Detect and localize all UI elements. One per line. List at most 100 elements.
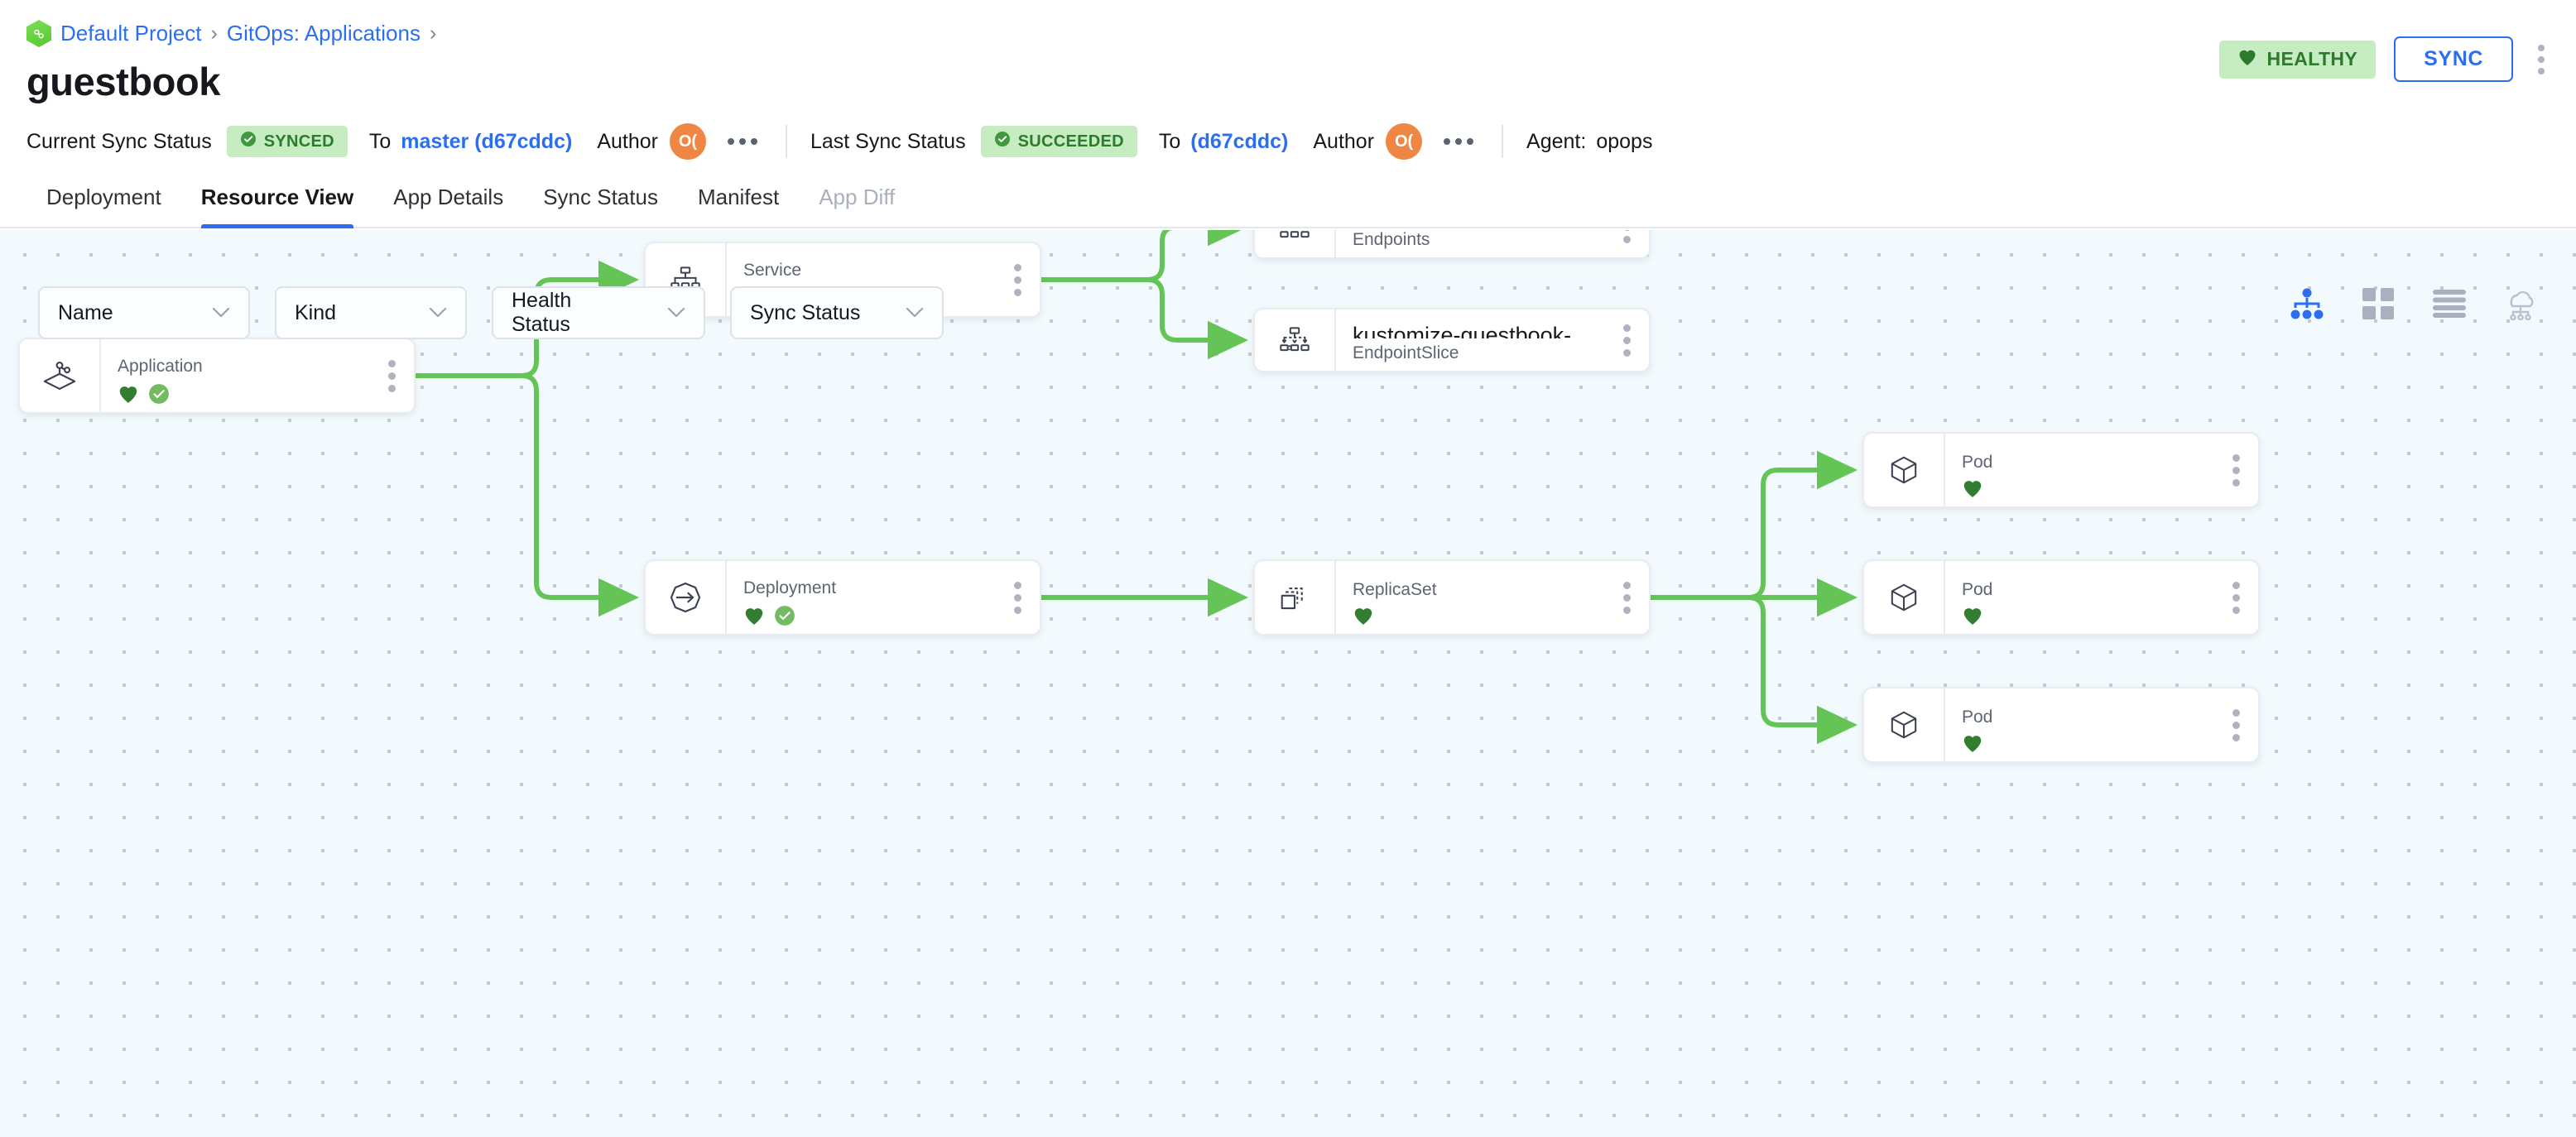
graph-node-pod[interactable]: kustomize-guestbook-ui-… Pod (1862, 559, 2260, 636)
current-author-label: Author (597, 129, 658, 153)
graph-node-status (118, 383, 369, 405)
sync-check-icon (774, 605, 795, 626)
graph-edges (416, 230, 1858, 745)
graph-node-kind: Pod (1962, 452, 1993, 472)
pod-icon (1864, 561, 1944, 634)
last-to-label: To (1158, 129, 1181, 153)
graph-node-title: kustomize-guestbook-ui-… (1962, 574, 2213, 575)
agent-label: Agent: (1526, 129, 1587, 153)
page-header: Default Project › GitOps: Applications ›… (0, 0, 2576, 228)
graph-node-endpointslice[interactable]: kustomize-guestbook-ui-… EndpointSlice (1253, 308, 1651, 372)
health-heart-icon (1962, 733, 1983, 753)
graph-node-title: kustomize-guestbook-ui-… (1353, 323, 1604, 338)
graph-node-body: kustomize-guestbook-ui-… Pod (1944, 434, 2213, 506)
chevron-down-icon (212, 305, 230, 321)
graph-node-menu-icon[interactable] (995, 243, 1040, 316)
graph-node-body: kustomize-guestbook-ui Endpoints (1334, 230, 1604, 257)
status-bar: Current Sync Status SYNCED To master (d6… (0, 116, 2576, 167)
graph-node-kind: Endpoints (1353, 230, 1430, 249)
graph-node-menu-icon[interactable] (2213, 688, 2258, 761)
tab-deployment[interactable]: Deployment (46, 185, 161, 209)
last-revision-link[interactable]: (d67cddc) (1190, 129, 1289, 153)
graph-node-status (1962, 733, 2213, 753)
last-sync-status-label: Last Sync Status (810, 129, 966, 153)
graph-node-deployment[interactable]: kustomize-guestbook-ui Deployment (644, 559, 1041, 636)
filter-sync-status[interactable]: Sync Status (730, 286, 944, 339)
graph-node-status (1962, 606, 2213, 626)
check-circle-icon (994, 131, 1011, 152)
health-heart-icon (1962, 606, 1983, 626)
graph-node-menu-icon[interactable] (1604, 561, 1649, 634)
graph-node-kind: ReplicaSet (1353, 579, 1437, 599)
last-sync-chip-label: SUCCEEDED (1017, 132, 1124, 151)
graph-node-menu-icon[interactable] (2213, 561, 2258, 634)
graph-node-menu-icon[interactable] (995, 561, 1040, 634)
last-sync-status-chip: SUCCEEDED (980, 126, 1137, 157)
breadcrumb: Default Project › GitOps: Applications › (26, 0, 2550, 47)
filter-bar: Name Kind Health Status Sync Status (38, 286, 944, 339)
argo-gitops-logo-icon (26, 20, 51, 47)
graph-node-kind: Pod (1962, 707, 1993, 727)
graph-node-endpoints[interactable]: kustomize-guestbook-ui Endpoints (1253, 230, 1651, 259)
avatar[interactable]: O( (1386, 123, 1423, 160)
graph-node-kind: Pod (1962, 579, 1993, 599)
breadcrumb-item-gitops-applications[interactable]: GitOps: Applications (226, 21, 421, 46)
filter-kind[interactable]: Kind (275, 286, 467, 339)
tab-app-details[interactable]: App Details (393, 185, 504, 209)
graph-node-title: kustomize-guestbook-ui-… (1353, 574, 1604, 575)
graph-node-menu-icon[interactable] (1604, 309, 1649, 371)
grid-view-icon[interactable] (2359, 285, 2397, 323)
sync-check-icon (148, 383, 170, 405)
tree-view-icon[interactable] (2288, 285, 2326, 323)
health-heart-icon (1353, 606, 1374, 626)
graph-node-pod[interactable]: kustomize-guestbook-ui-… Pod (1862, 687, 2260, 763)
current-revision-link[interactable]: master (d67cddc) (401, 129, 573, 153)
graph-node-body: kustomize-guestbook-ui Deployment (725, 561, 995, 634)
graph-node-body: kustomize-guestbook-ui-… ReplicaSet (1334, 561, 1604, 634)
network-view-icon[interactable] (2502, 285, 2540, 323)
tab-manifest[interactable]: Manifest (697, 185, 780, 209)
tab-bar: Deployment Resource View App Details Syn… (0, 166, 2576, 228)
graph-node-application[interactable]: guestbook Application (18, 338, 416, 414)
tab-resource-view[interactable]: Resource View (181, 185, 374, 228)
graph-node-menu-icon[interactable] (369, 339, 414, 412)
tab-sync-status[interactable]: Sync Status (543, 185, 658, 209)
sync-button[interactable]: SYNC (2394, 36, 2513, 82)
filter-name[interactable]: Name (38, 286, 250, 339)
current-sync-status-label: Current Sync Status (26, 129, 212, 153)
graph-node-title: kustomize-guestbook-ui-… (1962, 447, 2213, 448)
filter-health-label: Health Status (512, 289, 572, 336)
ellipsis-icon[interactable] (723, 132, 762, 151)
filter-health-status[interactable]: Health Status (492, 286, 705, 339)
current-sync-status-chip: SYNCED (226, 126, 348, 157)
breadcrumb-item-default-project[interactable]: Default Project (60, 21, 202, 46)
graph-node-menu-icon[interactable] (1604, 230, 1649, 257)
divider (785, 125, 787, 158)
resource-graph-canvas[interactable]: Name Kind Health Status Sync Status (0, 230, 2576, 1137)
graph-node-kind: Deployment (743, 578, 837, 598)
divider (1502, 125, 1504, 158)
kebab-menu-icon[interactable] (2531, 40, 2551, 79)
graph-node-kind: EndpointSlice (1353, 343, 1459, 362)
filter-kind-label: Kind (295, 300, 337, 324)
graph-node-body: kustomize-guestbook-ui-… Pod (1944, 561, 2213, 634)
check-circle-icon (240, 131, 257, 152)
replicaset-icon (1255, 561, 1334, 634)
health-badge-label: HEALTHY (2266, 48, 2358, 70)
graph-node-replicaset[interactable]: kustomize-guestbook-ui-… ReplicaSet (1253, 559, 1651, 636)
list-view-icon[interactable] (2430, 285, 2468, 323)
ellipsis-icon[interactable] (1439, 132, 1478, 151)
heart-icon (2237, 48, 2257, 71)
avatar[interactable]: O( (669, 123, 706, 160)
breadcrumb-separator: › (210, 22, 218, 45)
view-toggle-group (2288, 285, 2540, 323)
tab-app-diff: App Diff (819, 185, 896, 209)
graph-node-kind: Service (743, 261, 802, 281)
graph-node-pod[interactable]: kustomize-guestbook-ui-… Pod (1862, 432, 2260, 508)
current-to-label: To (368, 129, 392, 153)
graph-node-body: kustomize-guestbook-ui-… EndpointSlice (1334, 309, 1604, 371)
application-icon (20, 339, 99, 412)
breadcrumb-separator: › (429, 22, 437, 45)
graph-node-menu-icon[interactable] (2213, 434, 2258, 506)
health-heart-icon (743, 606, 765, 626)
